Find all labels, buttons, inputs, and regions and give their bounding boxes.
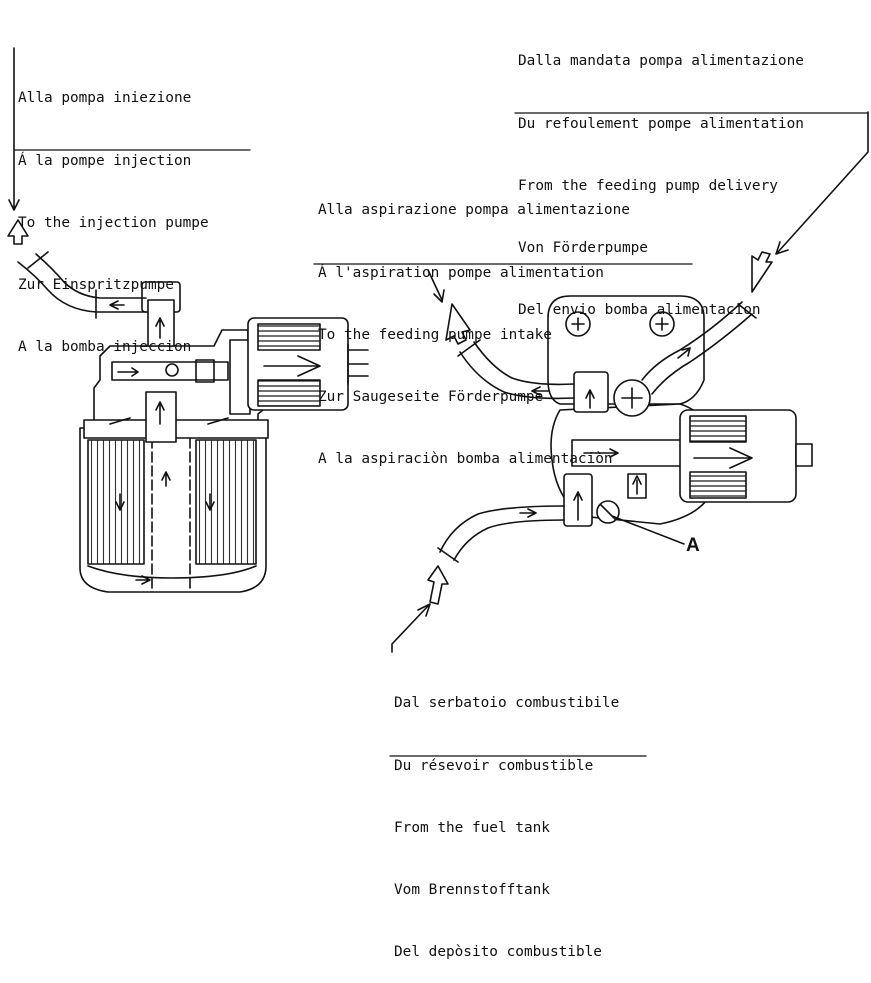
- label-line: Alla aspirazione pompa alimentazione: [318, 202, 630, 219]
- callout-a-label: A: [686, 535, 700, 556]
- callout-a-leader: [611, 515, 685, 545]
- label-line: To the injection pumpe: [18, 214, 209, 231]
- label-line: Dal serbatoio combustibile: [394, 695, 620, 712]
- label-line: Vom Brennstofftank: [394, 881, 550, 898]
- delivery-flow-arrow: [751, 251, 773, 293]
- label-line: To the feeding pumpe intake: [318, 326, 552, 343]
- label-line: A la aspiraciòn bomba alimentaciòn: [318, 450, 613, 467]
- tank-leader: [391, 603, 431, 653]
- label-line: Du résevoir combustible: [394, 757, 594, 774]
- label-line: Del depòsito combustible: [394, 943, 602, 960]
- right-filter-assembly: [437, 295, 813, 563]
- label-line: Zur Einspritzpumpe: [18, 276, 174, 293]
- label-line: Á l'aspiration pompe alimentation: [318, 264, 604, 281]
- tank-flow-arrow: [427, 565, 449, 605]
- label-line: Du refoulement pompe alimentation: [518, 115, 804, 132]
- label-from-feeding-pump-delivery: Dalla mandata pompa alimentazione Du ref…: [518, 10, 804, 341]
- label-line: From the fuel tank: [394, 819, 550, 836]
- delivery-leader: [775, 111, 869, 255]
- label-line: Del envio bomba alimentacion: [518, 301, 761, 318]
- injection-flow-arrow: [7, 219, 29, 245]
- intake-leader: [427, 269, 445, 303]
- label-line: Von Förderpumpe: [518, 239, 648, 256]
- fuel-filter-diagram: [7, 47, 869, 757]
- left-filter-assembly: [17, 251, 369, 593]
- label-to-injection-pump: Alla pompa iniezione Á la pompe injectio…: [18, 47, 209, 378]
- label-line: Alla pompa iniezione: [18, 90, 192, 107]
- label-from-fuel-tank: Dal serbatoio combustibile Du résevoir c…: [394, 652, 619, 983]
- label-line: A la bomba injeccion: [18, 338, 192, 355]
- intake-flow-arrow: [445, 303, 471, 345]
- injection-leader: [8, 47, 20, 211]
- label-line: Zur Saugeseite Förderpumpe: [318, 388, 544, 405]
- label-line: From the feeding pump delivery: [518, 177, 778, 194]
- label-rules: [13, 112, 869, 757]
- label-to-feeding-pump-intake: Alla aspirazione pompa alimentazione Á l…: [318, 159, 630, 490]
- label-line: Á la pompe injection: [18, 152, 192, 169]
- label-line: Dalla mandata pompa alimentazione: [518, 53, 804, 70]
